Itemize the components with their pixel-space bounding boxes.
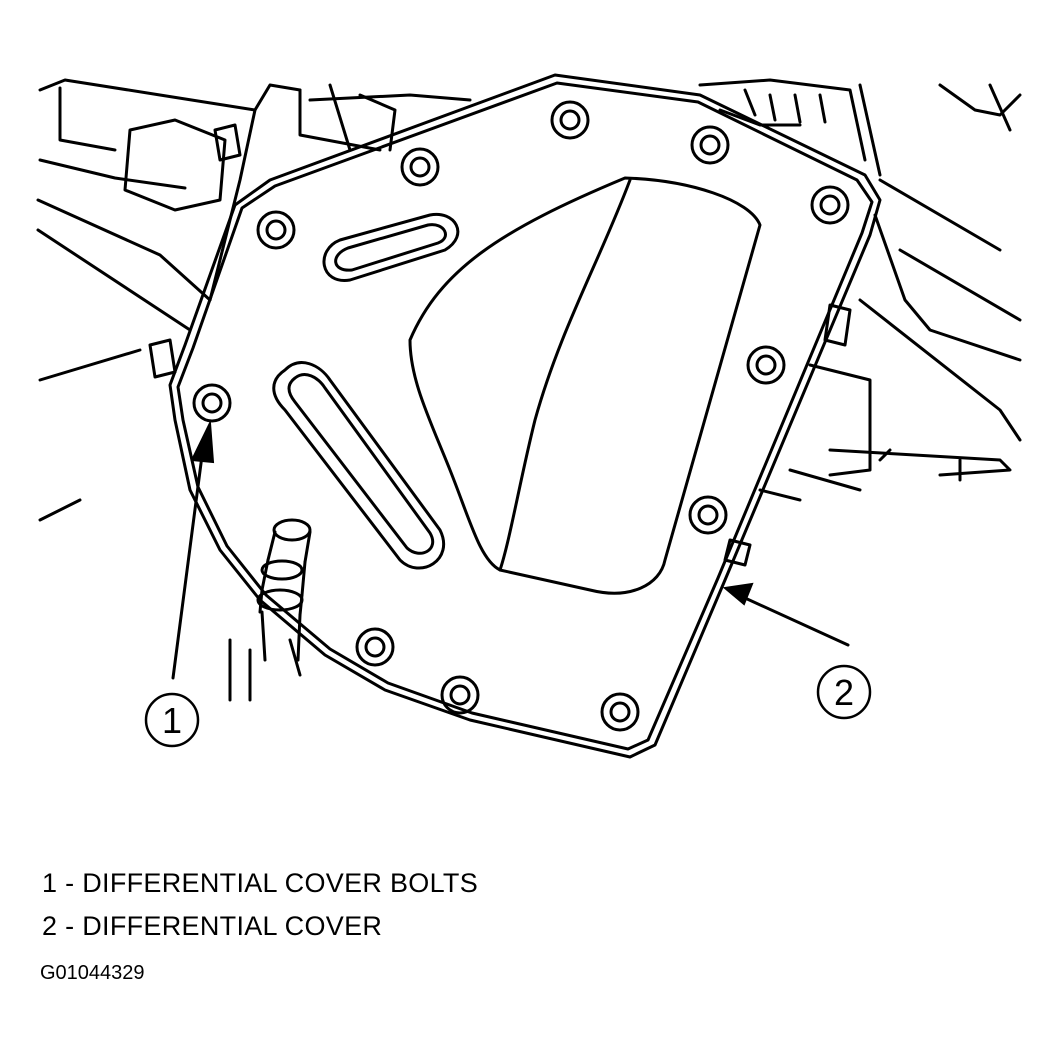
- legend-number: 2: [42, 911, 58, 941]
- callout-2-leader: [743, 596, 850, 647]
- legend-item-cover: 2 - DIFFERENTIAL COVER: [42, 911, 382, 942]
- callout-2-number: 2: [834, 672, 854, 713]
- callout-2-circle: [816, 664, 872, 720]
- callout-1-circle: [144, 692, 200, 748]
- legend-number: 1: [42, 868, 58, 898]
- cover-bolt: [690, 125, 730, 165]
- legend-text: DIFFERENTIAL COVER: [82, 911, 383, 941]
- cover-bolt: [355, 627, 395, 667]
- legend-item-cover-bolts: 1 - DIFFERENTIAL COVER BOLTS: [42, 868, 478, 899]
- cover-bolt: [550, 100, 590, 140]
- callout-1-leader: [171, 446, 205, 680]
- cover-bolt: [688, 495, 728, 535]
- legend-separator: -: [65, 911, 75, 941]
- housing-bolts: [148, 123, 852, 567]
- cover-bolt: [192, 383, 232, 423]
- legend-text: DIFFERENTIAL COVER BOLTS: [82, 868, 479, 898]
- callout-1-number: 1: [162, 700, 182, 741]
- cover-bolt: [746, 345, 786, 385]
- cover-bolt: [810, 185, 850, 225]
- cover-bolt: [256, 210, 296, 250]
- differential-cover: [168, 73, 882, 759]
- vent-hose: [256, 518, 312, 662]
- cover-bolt: [440, 675, 480, 715]
- figure-id: G01044329: [40, 962, 145, 984]
- cover-bolts: [192, 100, 850, 732]
- cover-bolt: [600, 692, 640, 732]
- legend-separator: -: [65, 868, 75, 898]
- axle-housing-linework: [36, 78, 1022, 702]
- callout-1-arrowhead: [190, 419, 215, 464]
- cover-bolt: [400, 147, 440, 187]
- callout-2-arrowhead: [722, 582, 754, 606]
